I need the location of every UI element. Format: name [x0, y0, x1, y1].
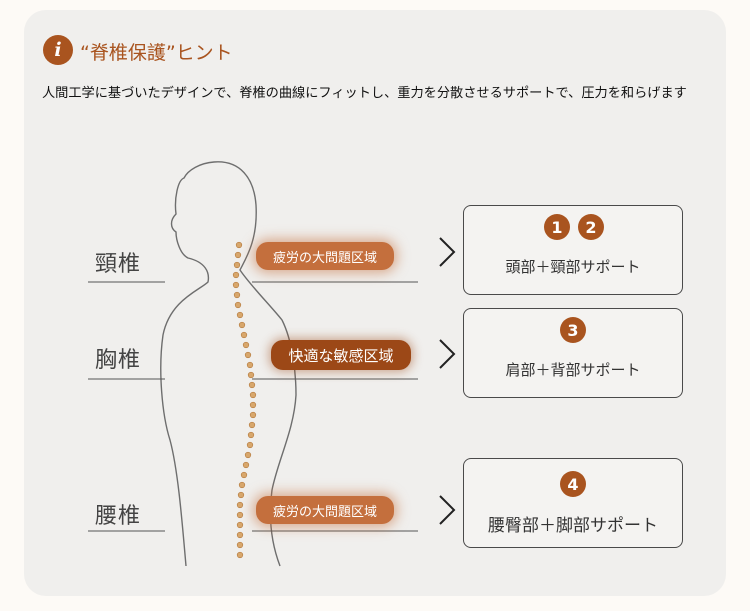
label-lumbar: 腰椎 — [95, 504, 142, 529]
support-text-thoracic: 肩部＋背部サポート — [505, 361, 641, 379]
zone-pill-lumbar: 疲労の大問題区域 — [256, 496, 394, 524]
chevron-right-icon — [439, 495, 456, 525]
label-cervical: 頸椎 — [95, 252, 142, 277]
zone-pill-cervical: 疲労の大問題区域 — [256, 242, 394, 270]
badge-4: 4 — [560, 471, 586, 497]
description: 人間工学に基づいたデザインで、脊椎の曲線にフィットし、重力を分散させるサポートで… — [42, 86, 687, 101]
label-thoracic: 胸椎 — [95, 348, 142, 373]
support-box-cervical: 1 2 頭部＋頸部サポート — [463, 205, 683, 295]
support-box-lumbar: 4 腰臀部＋脚部サポート — [463, 458, 683, 548]
zone-pill-thoracic: 快適な敏感区域 — [271, 340, 411, 370]
info-icon: i — [43, 35, 73, 65]
chevron-right-icon — [439, 339, 456, 369]
support-box-thoracic: 3 肩部＋背部サポート — [463, 308, 683, 398]
badge-2: 2 — [578, 214, 604, 240]
page-title: “脊椎保護”ヒント — [80, 42, 233, 64]
chevron-right-icon — [439, 237, 456, 267]
badge-3: 3 — [560, 317, 586, 343]
support-text-lumbar: 腰臀部＋脚部サポート — [488, 516, 658, 536]
support-text-cervical: 頭部＋頸部サポート — [505, 258, 641, 276]
spine-dots — [232, 241, 257, 559]
badge-1: 1 — [544, 214, 570, 240]
